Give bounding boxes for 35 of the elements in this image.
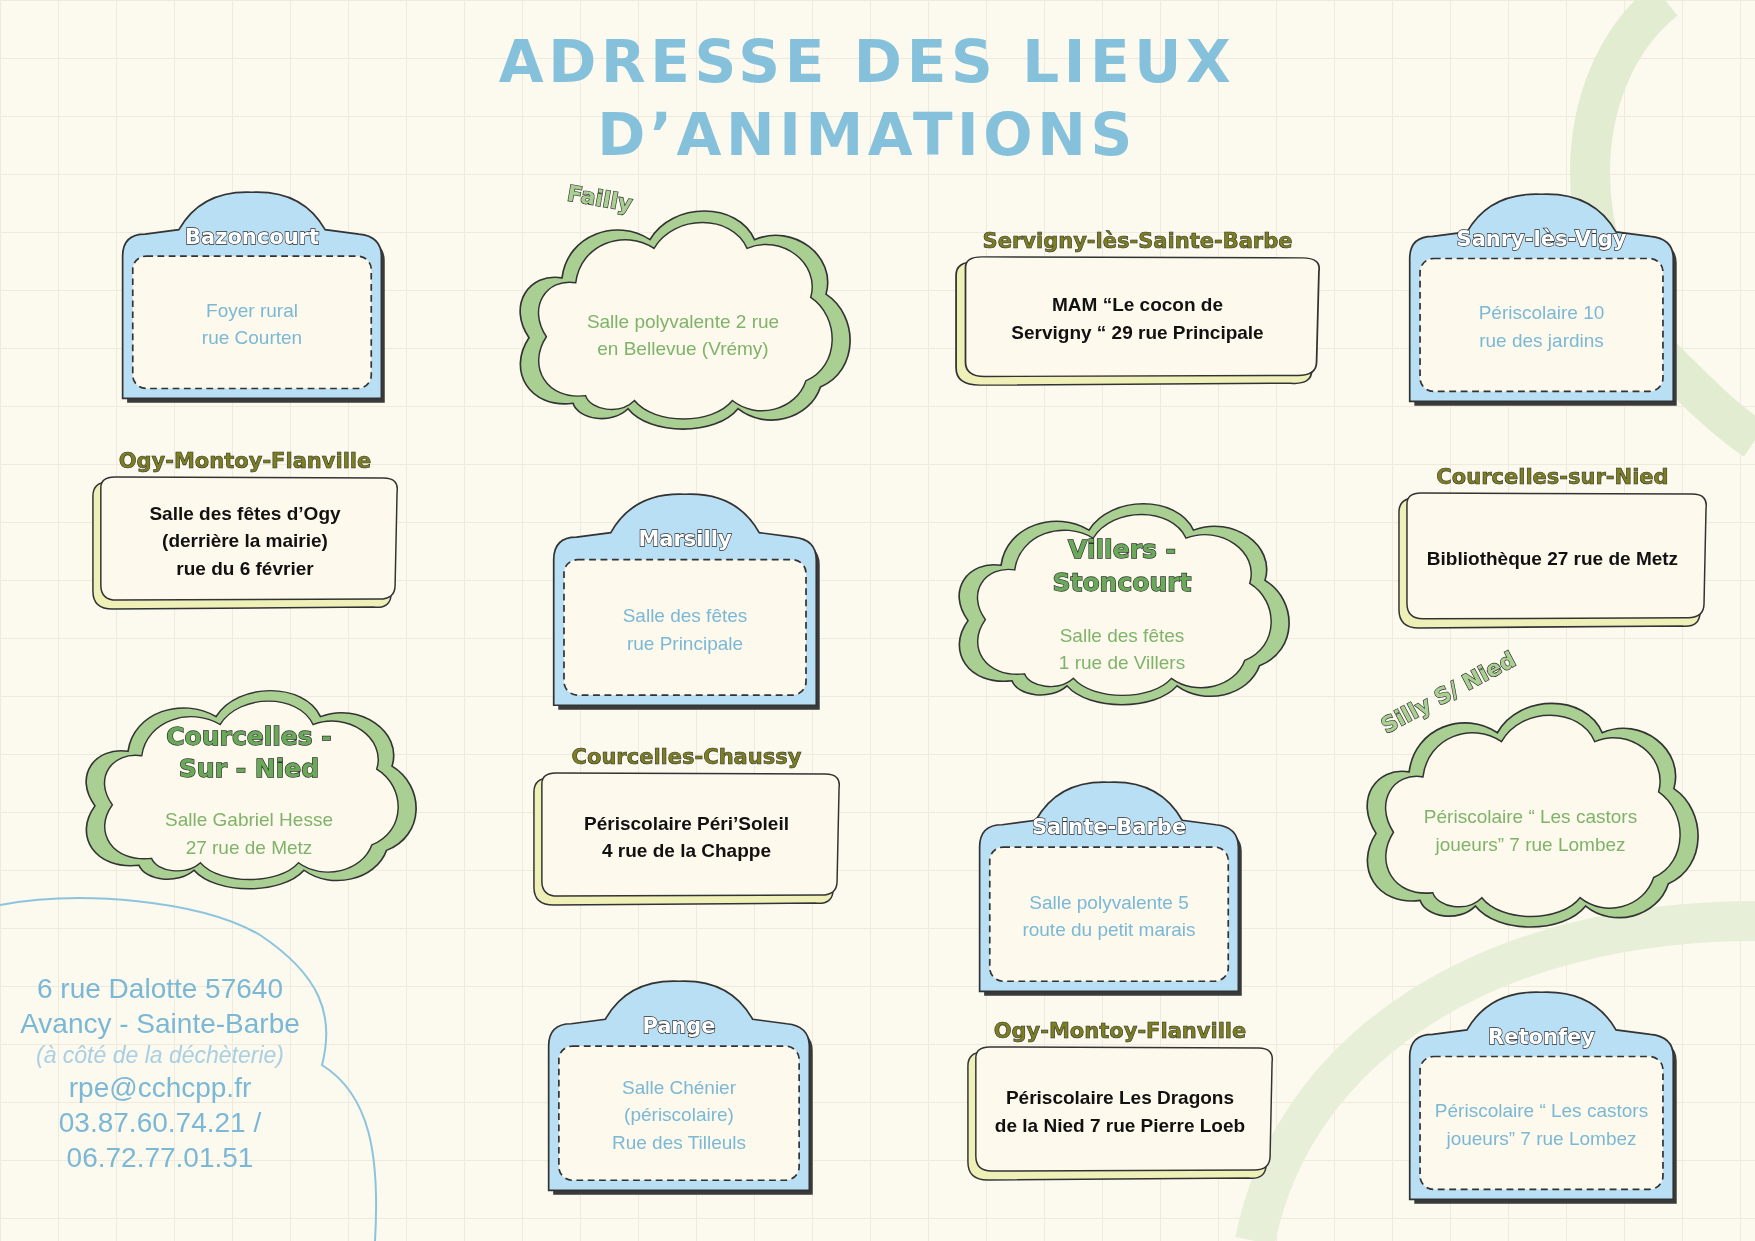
address-text: Bibliothèque 27 rue de Metz bbox=[1426, 547, 1679, 572]
place-name: Marsilly bbox=[638, 526, 732, 553]
place-name: Courcelles-Chaussy bbox=[571, 744, 802, 771]
place-name: Sainte-Barbe bbox=[1031, 814, 1187, 841]
phone-text: 03.87.60.74.21 / 06.72.77.01.51 bbox=[57, 1105, 263, 1175]
address-text: 6 rue Dalotte 57640 Avancy - Sainte-Barbe bbox=[19, 972, 301, 1041]
address-text: Salle polyvalente 5 route du petit marais bbox=[1021, 890, 1197, 943]
address-text: Périscolaire “ Les castors joueurs” 7 rue Lombez bbox=[1433, 1099, 1650, 1151]
address-text: MAM “Le cocon de Servigny “ 29 rue Principale bbox=[1010, 293, 1265, 345]
place-name: Retonfey bbox=[1488, 1024, 1595, 1051]
address-text: Périscolaire “ Les castors joueurs” 7 rue Lombez bbox=[1422, 805, 1639, 857]
place-name: Courcelles - Sur - Nied bbox=[165, 720, 333, 786]
address-text: Périscolaire Les Dragons de la Nied 7 rue Pierre Loeb bbox=[993, 1086, 1247, 1138]
address-text: Salle polyvalente 2 rue en Bellevue (Vrémy) bbox=[585, 309, 781, 362]
place-name: Servigny-lès-Sainte-Barbe bbox=[982, 228, 1293, 255]
address-text: Salle Gabriel Hesse 27 rue de Metz bbox=[164, 808, 334, 860]
address-text: Salle des fêtes d’Ogy (derrière la mairie) rue du 6 février bbox=[148, 501, 342, 581]
place-name: Courcelles-sur-Nied bbox=[1436, 464, 1669, 491]
address-text: Périscolaire Péri’Soleil 4 rue de la Chappe bbox=[583, 811, 790, 864]
contact-cloud bbox=[0, 895, 380, 1241]
address-text: Salle des fêtes 1 rue de Villers bbox=[1057, 623, 1187, 676]
address-text: Salle des fêtes rue Principale bbox=[621, 603, 749, 656]
place-name: Ogy-Montoy-Flanville bbox=[118, 448, 372, 475]
email-text: rpe@cchcpp.fr bbox=[68, 1070, 252, 1105]
title: ADRESSE DES LIEUX D’ANIMATIONS bbox=[497, 27, 1237, 171]
address-text: Périscolaire 10 rue des jardins bbox=[1477, 301, 1606, 353]
place-name: Bazoncourt bbox=[185, 224, 319, 251]
address-note: (à côté de la déchèterie) bbox=[35, 1041, 284, 1070]
place-name: Sanry-lès-Vigy bbox=[1456, 226, 1627, 253]
place-name: Ogy-Montoy-Flanville bbox=[993, 1018, 1247, 1045]
address-text: Salle Chénier (périscolaire) Rue des Tilleuls bbox=[610, 1075, 748, 1155]
place-name: Failly bbox=[564, 179, 635, 219]
place-name: Villers - Stoncourt bbox=[1051, 534, 1193, 599]
place-name: Pange bbox=[642, 1013, 716, 1040]
address-text: Foyer rural rue Courten bbox=[200, 298, 304, 351]
